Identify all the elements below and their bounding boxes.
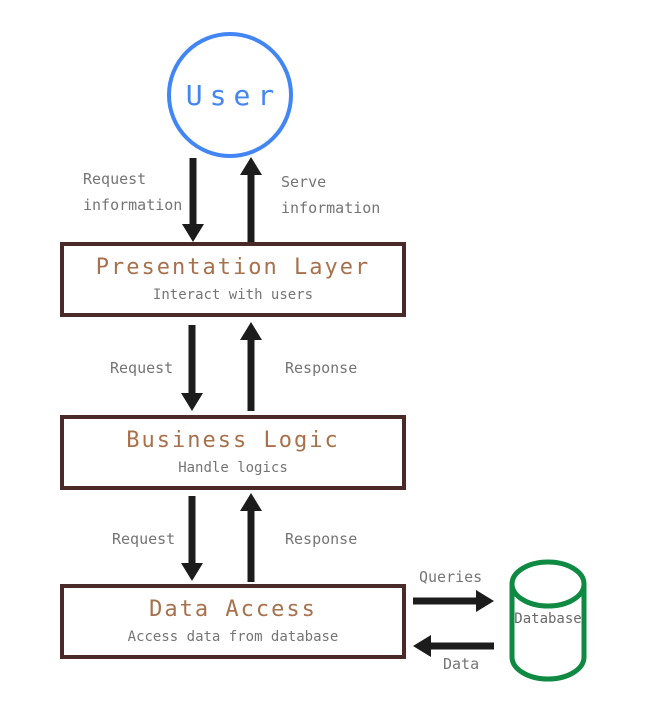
business-logic-subtitle: Handle logics [178, 460, 288, 476]
user-node: User [167, 32, 293, 158]
arrow-presentation-to-business [181, 325, 203, 411]
database-label: Database [514, 611, 582, 627]
database-cylinder-icon [509, 559, 587, 682]
arrow-presentation-to-user [240, 157, 262, 243]
request-label-business: Request [112, 530, 176, 548]
request-information-label: Request information [83, 170, 183, 214]
business-logic-title: Business Logic [126, 428, 340, 453]
arrow-data-to-database [413, 590, 494, 612]
data-label: Data [443, 655, 480, 673]
queries-label: Queries [419, 568, 483, 586]
serve-information-label: Serve information [281, 173, 381, 217]
arrow-business-to-presentation [240, 322, 262, 411]
user-label: User [185, 78, 282, 112]
arrow-user-to-presentation [182, 158, 204, 242]
data-access-box: Data Access Access data from database [60, 584, 406, 659]
arrow-data-to-business [240, 493, 262, 582]
presentation-layer-box: Presentation Layer Interact with users [60, 242, 406, 317]
response-label-presentation: Response [285, 359, 358, 377]
presentation-layer-title: Presentation Layer [95, 255, 371, 280]
business-logic-box: Business Logic Handle logics [60, 415, 406, 490]
arrow-business-to-data [181, 496, 203, 581]
presentation-layer-subtitle: Interact with users [152, 287, 314, 303]
data-access-title: Data Access [149, 597, 317, 622]
response-label-business: Response [285, 530, 358, 548]
data-access-subtitle: Access data from database [127, 629, 339, 645]
arrow-database-to-data [413, 635, 494, 657]
request-label-presentation: Request [110, 359, 174, 377]
